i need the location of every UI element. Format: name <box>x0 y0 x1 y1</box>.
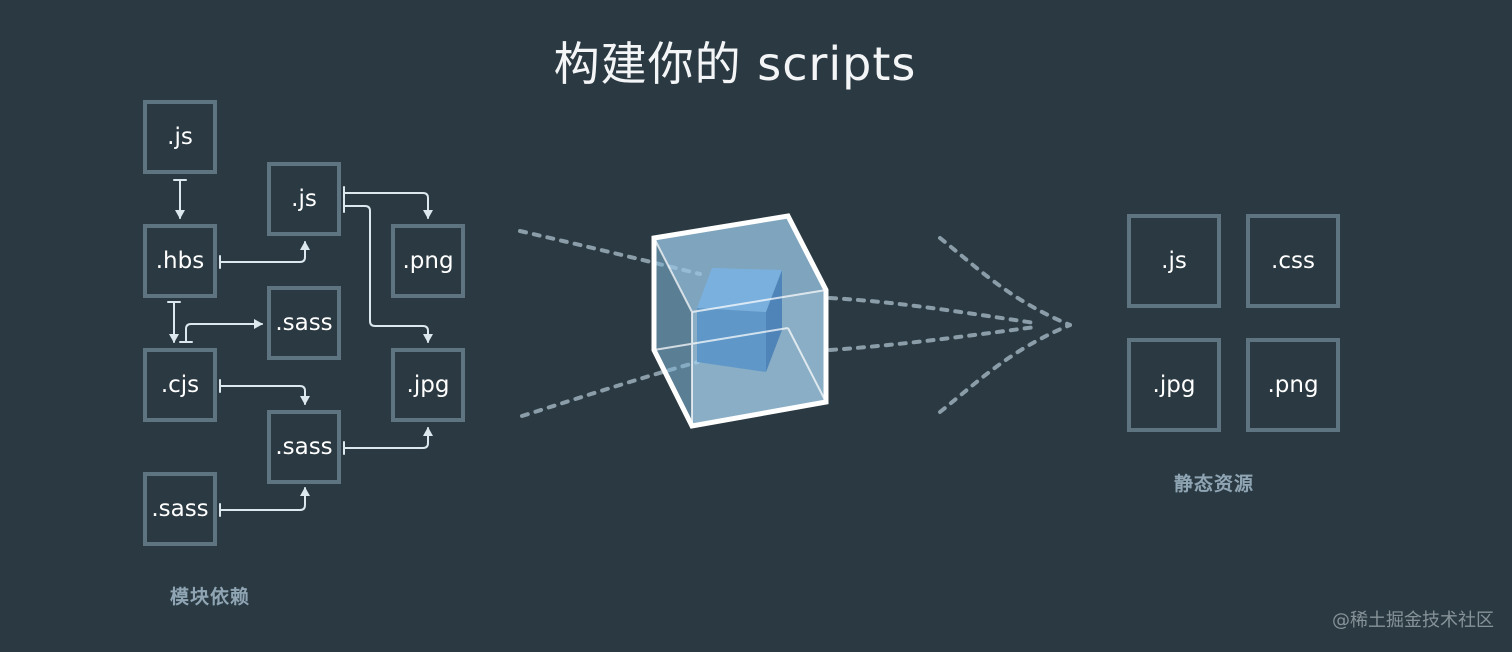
left-node-sass-lower: .sass <box>267 410 341 484</box>
left-node-js-top: .js <box>143 100 217 174</box>
inner-cube-front-face <box>697 308 766 372</box>
connector-js-to-png <box>343 192 433 219</box>
outer-cube-top-face <box>654 216 826 312</box>
connector-sass-to-jpg <box>343 427 433 449</box>
left-node-js-middle: .js <box>267 162 341 236</box>
dependency-connectors <box>167 179 433 517</box>
left-node-cjs: .cjs <box>143 348 217 422</box>
module-dependencies-caption: 模块依赖 <box>170 586 251 608</box>
upper-output-flow <box>828 296 1037 325</box>
right-node-png: .png <box>1246 338 1340 432</box>
output-dotted-flows <box>828 236 1072 414</box>
connector-hbs-to-js <box>219 241 310 263</box>
connector-cjs-to-sass-lower <box>219 385 310 405</box>
connector-js-to-jpg <box>343 205 433 343</box>
upper-arrowhead-curve <box>938 236 1072 327</box>
bundler-cube-icon <box>651 213 829 429</box>
left-node-sass-bottom: .sass <box>143 472 217 546</box>
left-node-hbs: .hbs <box>143 224 217 298</box>
right-node-js: .js <box>1127 214 1221 308</box>
connector-bottom-sass-to-sass <box>219 487 310 511</box>
left-node-sass-upper: .sass <box>267 286 341 360</box>
watermark: @稀土掘金技术社区 <box>1332 610 1494 631</box>
lower-output-flow <box>828 325 1037 352</box>
right-node-jpg: .jpg <box>1127 338 1221 432</box>
lower-arrowhead-curve <box>938 323 1072 414</box>
left-node-png: .png <box>391 224 465 298</box>
inner-cube-side-face <box>766 270 782 372</box>
outer-cube-white-outline <box>651 213 829 429</box>
left-node-jpg: .jpg <box>391 348 465 422</box>
right-node-css: .css <box>1246 214 1340 308</box>
outer-cube-left-face <box>654 238 692 426</box>
static-assets-caption: 静态资源 <box>1174 473 1255 495</box>
diagram-title: 构建你的 scripts <box>553 37 917 91</box>
connector-cjs-to-sass <box>185 319 263 343</box>
